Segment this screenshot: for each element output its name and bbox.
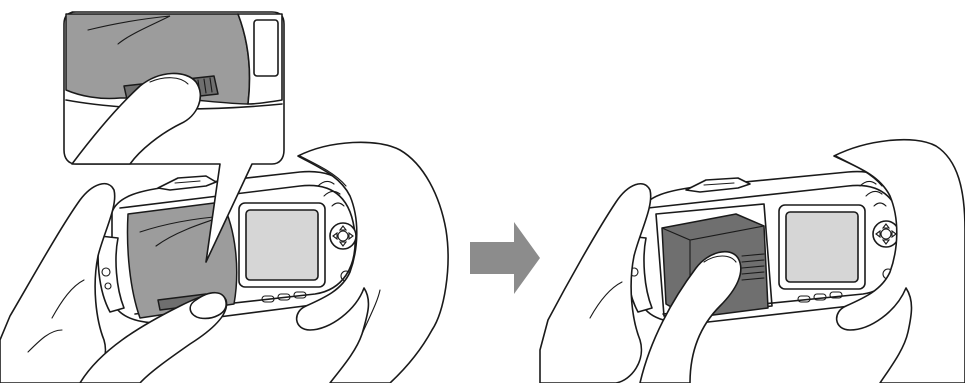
panel-after: [539, 138, 965, 383]
lifting-finger-right: [639, 250, 742, 383]
step-arrow: [470, 222, 540, 294]
panel-before: [0, 11, 449, 383]
left-hand-right: [539, 182, 652, 383]
right-hand-right: [833, 138, 965, 383]
battery-cover-left: [126, 201, 238, 319]
left-hand-left: [0, 182, 116, 383]
zoom-detail: [65, 13, 283, 165]
lcd-screen-left: [245, 209, 319, 281]
lcd-screen-right: [785, 211, 859, 283]
